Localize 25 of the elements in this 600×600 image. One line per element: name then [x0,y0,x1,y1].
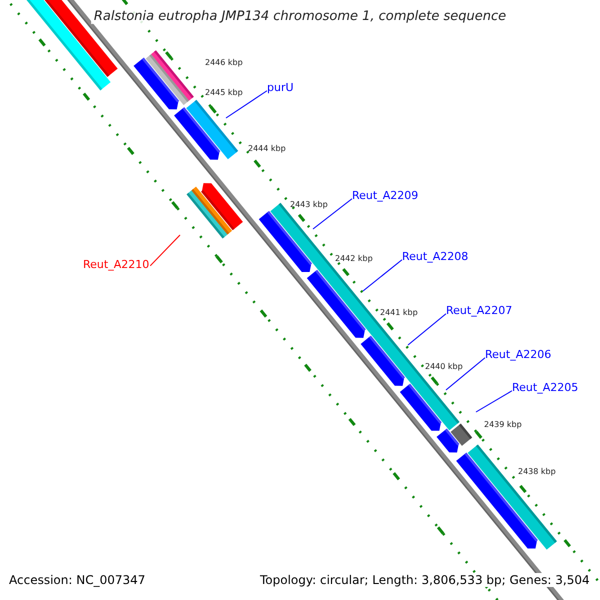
gene-label: Reut_A2207 [446,304,512,317]
scale-label: 2444 kbp [248,144,286,154]
leader-line [362,259,402,292]
scale-label: 2445 kbp [205,88,243,98]
gene-label: purU [267,81,294,94]
gene-label: Reut_A2206 [485,348,552,361]
scale-label: 2438 kbp [518,467,556,477]
scale-label: 2443 kbp [290,200,328,210]
info-text: Accession: NC_007347 [9,573,146,587]
gene-label: Reut_A2209 [352,189,418,202]
scale-label: 2440 kbp [425,362,463,372]
leader-line [150,234,180,266]
gene-label: Reut_A2208 [402,250,468,263]
leader-line [446,357,486,390]
leader-line [476,390,512,412]
gene-label: Reut_A2205 [512,381,578,394]
leader-line [226,90,268,118]
scale-label: 2441 kbp [380,308,418,318]
scale-label: 2439 kbp [484,420,522,430]
leader-line [312,198,352,230]
info-text: Topology: circular; Length: 3,806,533 bp; Genes: 3,504 [260,573,590,587]
scale-label: 2446 kbp [205,58,243,68]
gene-label: Reut_A2210 [83,258,150,271]
scale-label: 2442 kbp [335,254,373,264]
leader-line [408,313,446,346]
